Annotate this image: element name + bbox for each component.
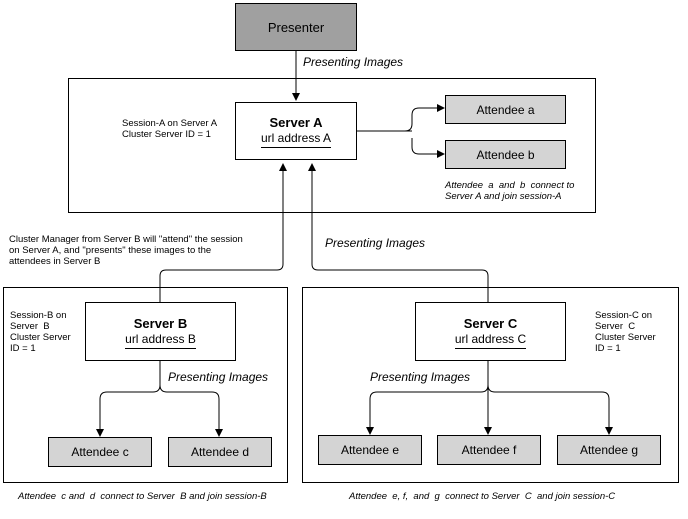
attendee-a-box: Attendee a: [445, 95, 566, 124]
server-b-box: Server B url address B: [85, 302, 236, 361]
attendee-f-box: Attendee f: [437, 435, 541, 465]
server-c-box: Server C url address C: [415, 302, 566, 361]
attendee-c-box: Attendee c: [48, 437, 152, 467]
server-c-to-server-a-arrow: [308, 163, 489, 302]
server-b-connect-note: Attendee c and d connect to Server B and…: [18, 491, 267, 502]
presenting-images-label-top: Presenting Images: [303, 55, 404, 69]
attendee-b-box: Attendee b: [445, 140, 566, 169]
server-c-name: Server C: [463, 315, 518, 331]
server-b-name: Server B: [133, 315, 188, 331]
server-c-frame: [302, 287, 679, 483]
server-c-url: url address C: [454, 332, 527, 349]
attendee-g-box: Attendee g: [557, 435, 661, 465]
server-c-connect-note: Attendee e, f, and g connect to Server C…: [349, 491, 616, 502]
server-b-to-server-a-arrow: [159, 163, 287, 302]
presenting-images-label-mid: Presenting Images: [325, 236, 426, 250]
session-c-note: Session-C on Server C Cluster Server ID …: [595, 310, 656, 354]
server-a-name: Server A: [269, 115, 323, 130]
server-a-connect-note: Attendee a and b connect to Server A and…: [445, 180, 575, 202]
presenter-box: Presenter: [235, 3, 357, 51]
server-b-url: url address B: [125, 332, 196, 349]
presenting-images-label-b: Presenting Images: [168, 370, 269, 384]
session-b-note: Session-B on Server B Cluster Server ID …: [10, 310, 71, 354]
session-a-note: Session-A on Server A Cluster Server ID …: [122, 118, 218, 140]
presenting-images-label-c: Presenting Images: [370, 370, 471, 384]
attendee-d-box: Attendee d: [168, 437, 272, 467]
server-b-to-attendees-arrows: [96, 361, 161, 437]
server-b-frame: [3, 287, 288, 483]
cluster-manager-note: Cluster Manager from Server B will "atte…: [9, 234, 243, 267]
server-a-url: url address A: [260, 131, 332, 148]
server-a-box: Server A url address A: [235, 102, 357, 160]
server-a-frame: [68, 78, 596, 213]
attendee-e-box: Attendee e: [318, 435, 422, 465]
